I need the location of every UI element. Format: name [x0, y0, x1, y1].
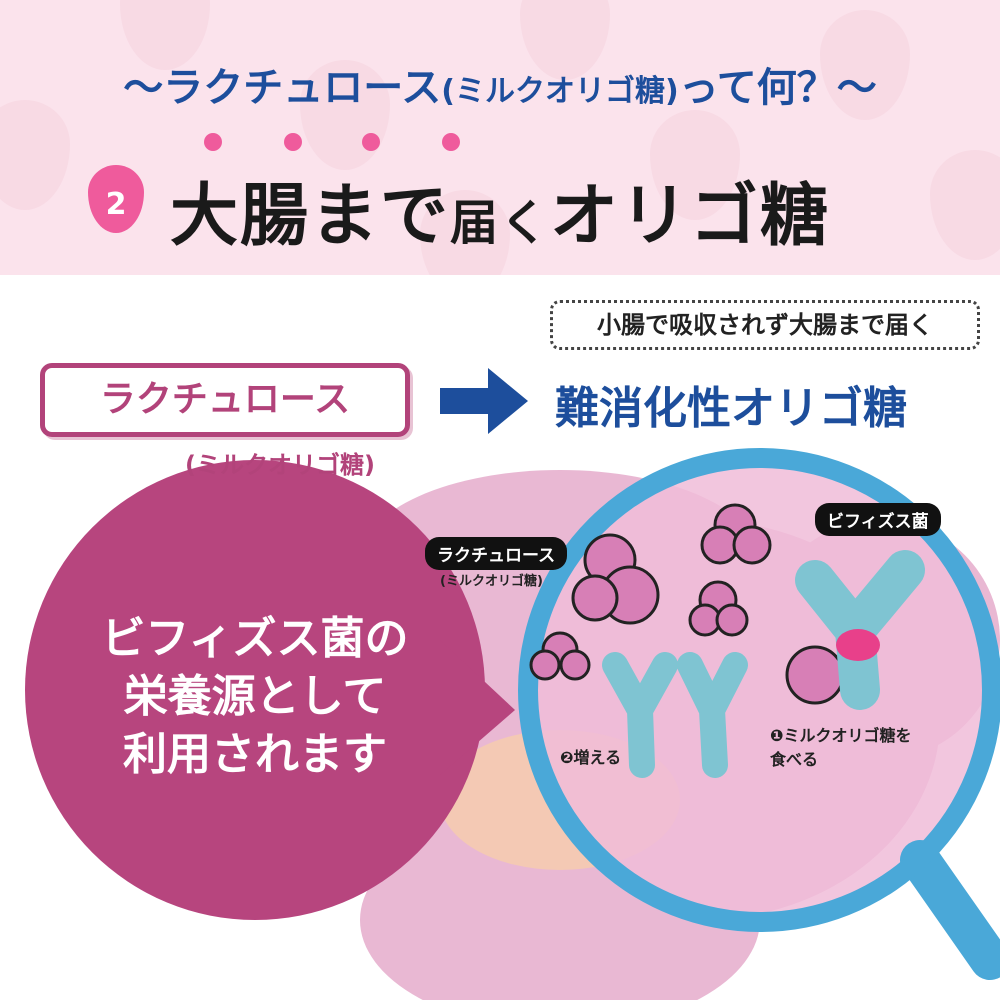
headline: 大腸まで届くオリゴ糖: [170, 177, 831, 256]
page-title: ～ラクチュロース(ミルクオリゴ糖)って何？～: [123, 65, 877, 111]
label-bifido: ビフィズス菌: [815, 503, 941, 536]
header-band: [0, 0, 1000, 275]
magnifier-handle: [900, 840, 1000, 980]
callout-line: ビフィズス菌の: [101, 613, 409, 664]
arrow-right-icon: [440, 368, 528, 434]
source-subtitle: (ミルクオリゴ糖): [185, 451, 375, 479]
source-box: ラクチュロース: [40, 363, 410, 437]
callout-pointer: [440, 640, 515, 775]
step1-caption: ❶ミルクオリゴ糖を食べる: [770, 726, 912, 769]
label-lactulose-sub: (ミルクオリゴ糖): [440, 574, 543, 589]
emphasis-dot: [442, 133, 460, 151]
magnifier-rim: [518, 448, 1000, 932]
callout-line: 利用されます: [123, 729, 387, 780]
number-drop-icon: 2: [88, 165, 144, 233]
label-lactulose: ラクチュロース: [425, 537, 568, 570]
emphasis-dot: [284, 133, 302, 151]
callout-line: 栄養源として: [123, 671, 387, 722]
emphasis-dot: [362, 133, 380, 151]
emphasis-dot: [204, 133, 222, 151]
oligosaccharide-characters: [529, 503, 845, 705]
step2-caption: ❷増える: [560, 748, 622, 767]
mouth: [836, 629, 880, 661]
result-label: 難消化性オリゴ糖: [555, 383, 907, 434]
note-bubble: 小腸で吸収されず大腸まで届く: [550, 300, 980, 350]
callout-bubble: ビフィズス菌の 栄養源として 利用されます: [25, 460, 485, 920]
